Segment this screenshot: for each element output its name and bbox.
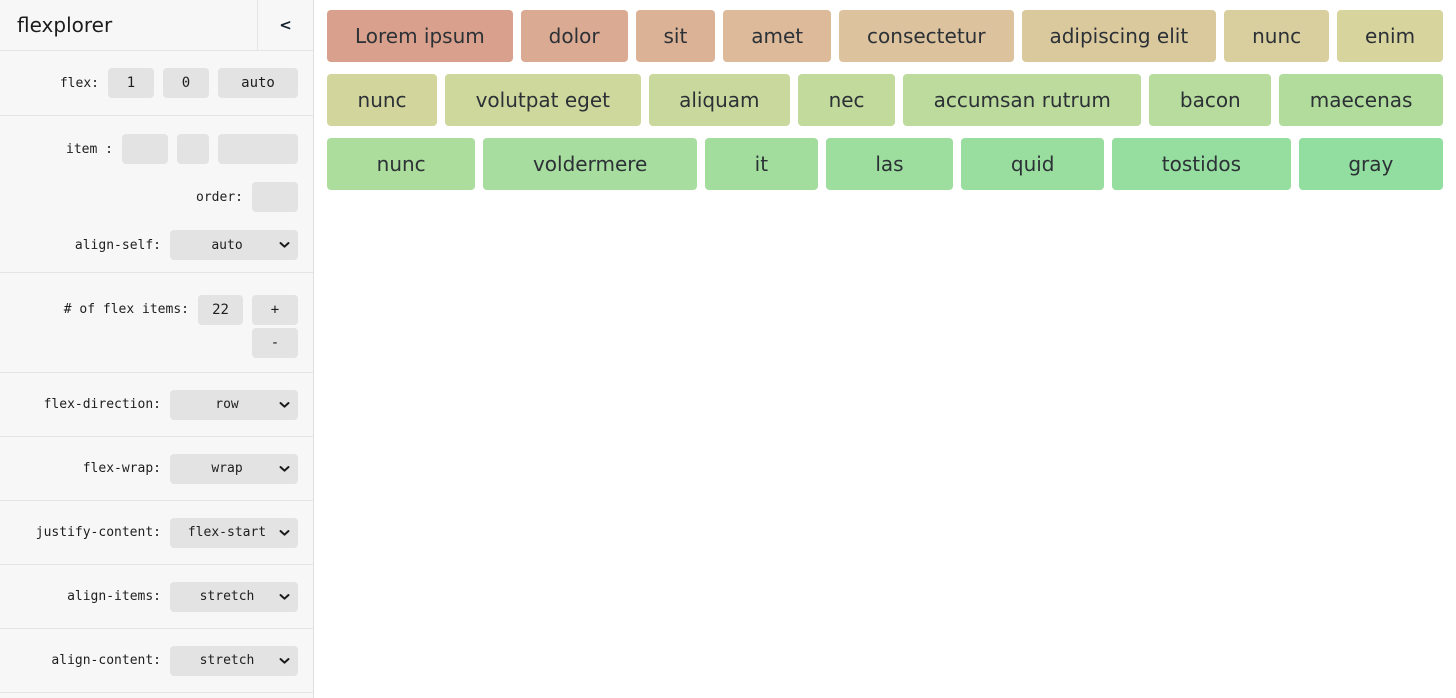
flex-item: volutpat eget [445,74,641,126]
flex-item: adipiscing elit [1021,10,1217,62]
align-items-label: align-items: [67,589,161,604]
item-label: item : [66,141,113,157]
flex-control-row: flex: [60,68,298,98]
section-count: # of flex items: + - [0,273,313,373]
item-shrink-input[interactable] [177,134,209,164]
align-self-label: align-self: [74,237,161,253]
flex-item: voldermere [483,138,697,190]
section-flex-direction: flex-direction: row [0,373,313,437]
section-flex: flex: [0,51,313,116]
flex-wrap-label: flex-wrap: [82,461,161,476]
flex-item: bacon [1149,74,1272,126]
flex-wrap-control-row: flex-wrap: wrap [82,453,298,484]
align-self-select-wrap: auto [170,230,298,260]
increment-button[interactable]: + [252,295,298,325]
app-title: flexplorer [17,13,113,37]
flex-basis-input[interactable] [218,68,298,98]
flex-item: it [705,138,818,190]
order-input[interactable] [252,182,298,212]
flex-item: nunc [327,74,438,126]
section-align-items: align-items: stretch [0,565,313,629]
chevron-left-icon: < [279,16,292,34]
section-justify-content: justify-content: flex-start [0,501,313,565]
order-control-row: order: [15,182,298,212]
justify-content-label: justify-content: [35,525,161,540]
flex-item: enim [1337,10,1444,62]
flex-items-count-input[interactable] [198,295,243,325]
flex-item: tostidos [1112,138,1291,190]
flex-item: aliquam [648,74,791,126]
flex-direction-label: flex-direction: [43,397,161,412]
section-flex-wrap: flex-wrap: wrap [0,437,313,501]
align-items-control-row: align-items: stretch [67,581,298,612]
count-control-row: # of flex items: + - [15,295,298,358]
section-item: item : order: align-self: auto [0,116,313,273]
flex-item: gray [1298,138,1444,190]
align-items-select-wrap: stretch [170,581,298,612]
flex-direction-control-row: flex-direction: row [43,389,298,420]
flex-item: consectetur [839,10,1014,62]
align-content-select-wrap: stretch [170,645,298,676]
justify-content-select[interactable]: flex-start [170,517,298,548]
flex-shrink-input[interactable] [163,68,209,98]
sidebar: flexplorer < flex: item : order: [0,0,314,698]
sidebar-collapse-button[interactable]: < [257,0,313,50]
flex-label: flex: [59,75,99,91]
justify-content-select-wrap: flex-start [170,517,298,548]
flex-item: quid [961,138,1105,190]
flex-item: sit [635,10,716,62]
item-control-row: item : [15,134,298,164]
flex-items-count-label: # of flex items: [63,302,189,317]
align-content-label: align-content: [51,653,161,668]
align-content-control-row: align-content: stretch [51,645,298,676]
item-grow-input[interactable] [122,134,168,164]
flex-item: las [825,138,954,190]
align-self-select[interactable]: auto [170,230,298,260]
flex-item: dolor [520,10,628,62]
order-label: order: [196,189,243,205]
flex-grow-input[interactable] [108,68,154,98]
align-items-select[interactable]: stretch [170,581,298,612]
flex-direction-select-wrap: row [170,389,298,420]
flex-direction-select[interactable]: row [170,389,298,420]
flex-item: amet [723,10,832,62]
justify-content-control-row: justify-content: flex-start [35,517,298,548]
decrement-button[interactable]: - [252,328,298,358]
align-content-select[interactable]: stretch [170,645,298,676]
flex-item: maecenas [1279,74,1443,126]
flex-item: accumsan rutrum [903,74,1142,126]
flex-item: nunc [327,138,476,190]
align-self-control-row: align-self: auto [15,230,298,260]
count-stepper: + - [252,295,298,358]
flex-item: Lorem ipsum [327,10,513,62]
flex-wrap-select-wrap: wrap [170,453,298,484]
flex-item: nec [798,74,896,126]
flex-wrap-select[interactable]: wrap [170,453,298,484]
flex-item: nunc [1224,10,1330,62]
sidebar-header: flexplorer < [0,0,313,51]
section-align-content: align-content: stretch [0,629,313,693]
item-basis-input[interactable] [218,134,298,164]
